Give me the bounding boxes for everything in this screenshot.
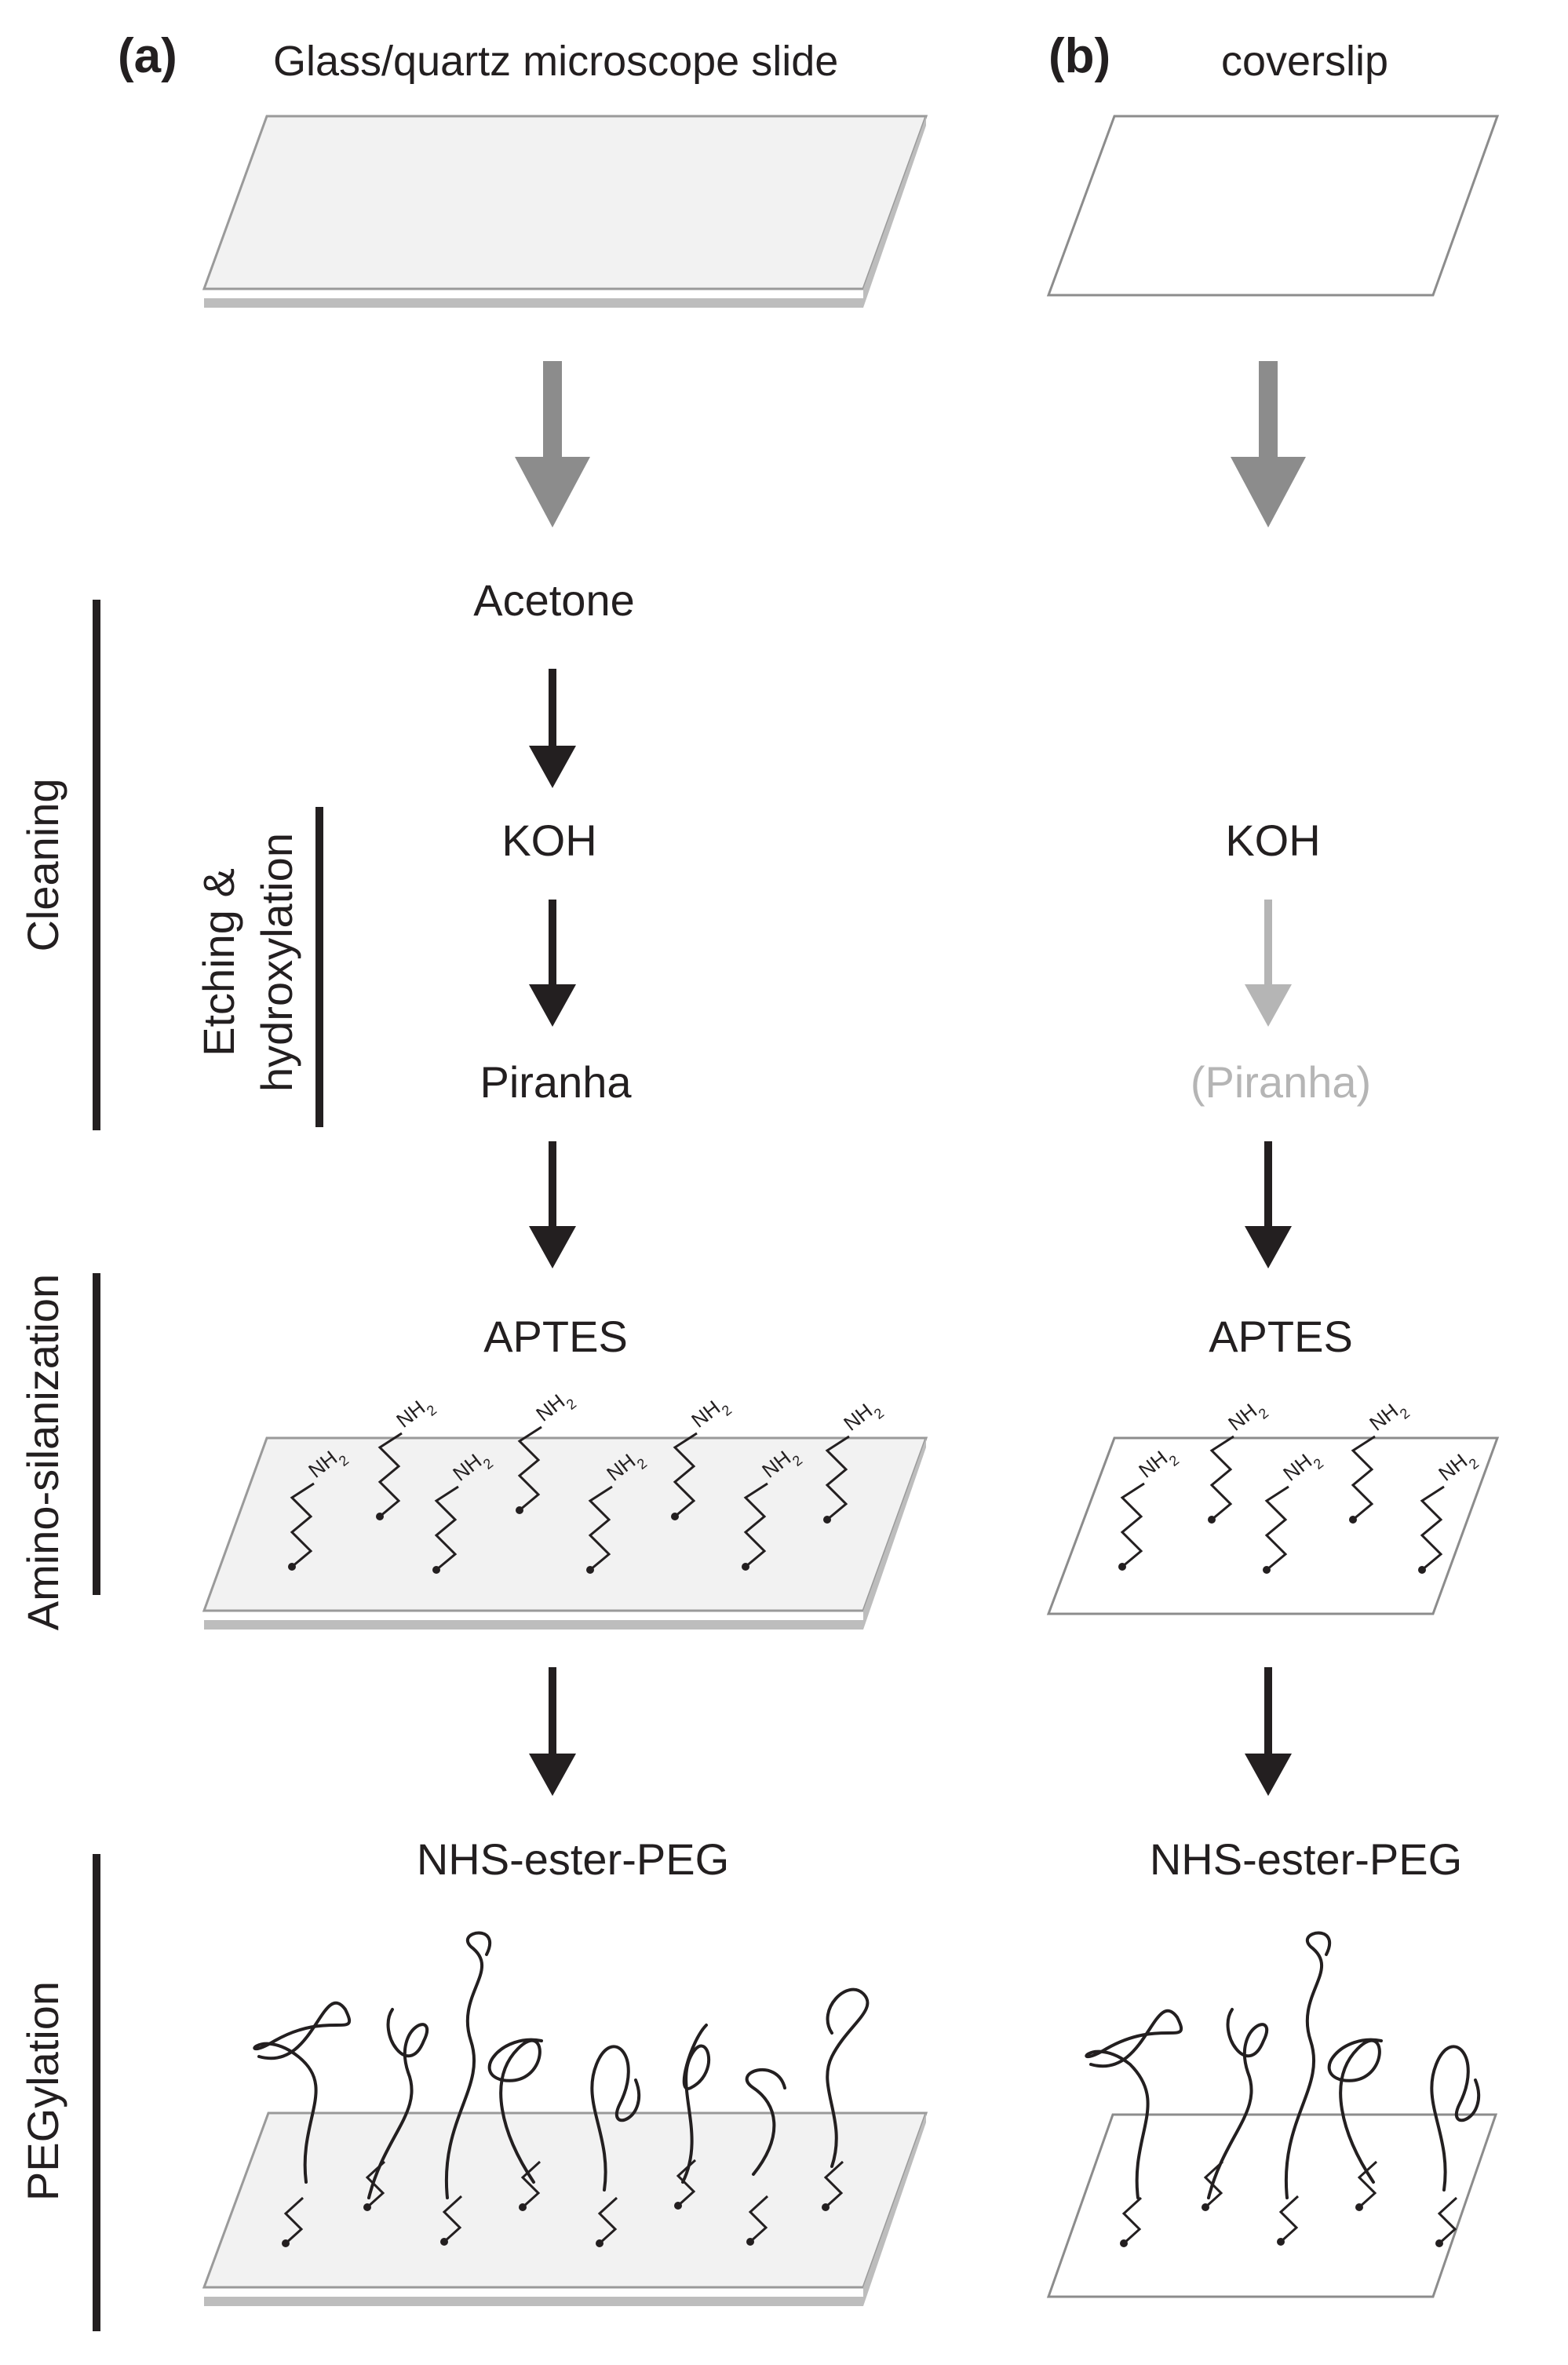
stage-bracket-amino: Amino-silanization	[18, 1273, 100, 1630]
arrow-b-aptes-nhs	[1245, 1667, 1292, 1796]
stage-label-etching: Etching &	[194, 868, 243, 1057]
coverslip-b-top	[1046, 115, 1500, 297]
step-b-nhs-peg: NHS-ester-PEG	[1150, 1834, 1462, 1884]
stage-bracket-etching: Etching & hydroxylation	[194, 807, 323, 1127]
step-b-aptes: APTES	[1209, 1312, 1353, 1361]
coverslip-b-aminated	[1046, 1392, 1500, 1615]
stage-label-cleaning: Cleaning	[18, 778, 67, 951]
panel-a-title: Glass/quartz microscope slide	[273, 38, 838, 85]
arrow-b-piranha-aptes	[1245, 1141, 1292, 1268]
slide-a-pegylated	[202, 1931, 928, 2306]
slide-a-top	[202, 115, 928, 308]
arrow-a-acetone-koh	[529, 669, 576, 788]
slide-a-aminated	[202, 1383, 928, 1630]
arrow-b-koh-piranha	[1245, 900, 1292, 1027]
panel-a-label: (a)	[118, 29, 177, 83]
arrow-a-initial	[515, 361, 590, 527]
panel-b-title: coverslip	[1221, 38, 1388, 85]
step-a-aptes: APTES	[483, 1312, 628, 1361]
arrow-a-aptes-nhs	[529, 1667, 576, 1796]
step-a-acetone: Acetone	[473, 575, 635, 625]
panel-b-label: (b)	[1048, 29, 1110, 83]
stage-label-hydroxylation: hydroxylation	[252, 833, 301, 1092]
arrow-a-piranha-aptes	[529, 1141, 576, 1268]
arrow-b-initial	[1231, 361, 1306, 527]
coverslip-b-pegylated	[1046, 1931, 1498, 2298]
step-a-nhs-peg: NHS-ester-PEG	[417, 1834, 729, 1884]
stage-bracket-cleaning: Cleaning	[18, 600, 100, 1130]
peg-chains-a	[253, 1931, 870, 2199]
step-b-koh: KOH	[1225, 816, 1320, 865]
stage-label-amino-silanization: Amino-silanization	[18, 1274, 67, 1630]
peg-chains-b	[1085, 1931, 1481, 2199]
step-b-piranha-optional: (Piranha)	[1191, 1057, 1371, 1107]
arrow-a-koh-piranha	[529, 900, 576, 1027]
stage-label-pegylation: PEGylation	[18, 1981, 67, 2201]
step-a-koh: KOH	[501, 816, 596, 865]
stage-bracket-pegylation: PEGylation	[18, 1854, 100, 2331]
step-a-piranha: Piranha	[480, 1057, 632, 1107]
